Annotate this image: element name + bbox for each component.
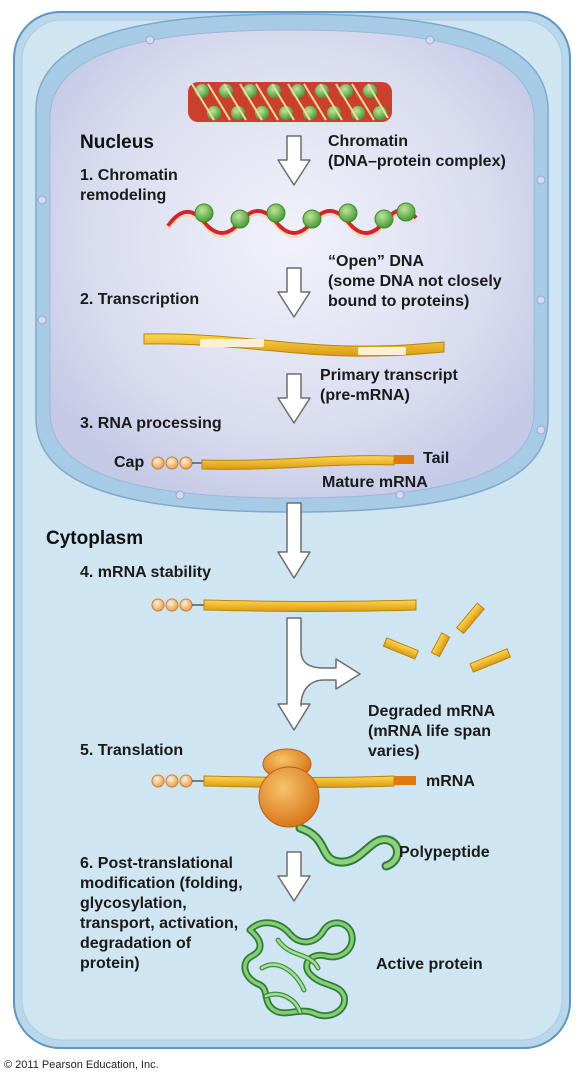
arrow-down-icon [277, 267, 311, 318]
mature-mrna-label: Mature mRNA [322, 474, 428, 491]
primary-transcript [143, 333, 445, 357]
open-dna [166, 202, 418, 238]
degraded-mrna-label: Degraded mRNA (mRNA life span varies) [368, 703, 496, 760]
primary-transcript-label: Primary transcript (pre-mRNA) [320, 367, 458, 404]
tail-label: Tail [423, 450, 450, 467]
step-chromatin-remodeling: 1. Chromatin remodeling [80, 167, 178, 204]
cytoplasm-mrna [151, 598, 417, 612]
open-dna-label: “Open” DNA (some DNA not closely bound t… [328, 253, 502, 310]
nucleus [35, 13, 549, 513]
active-protein [241, 919, 356, 1020]
arrow-branch-icon [277, 617, 361, 731]
active-protein-label: Active protein [376, 956, 483, 973]
nucleus-heading: Nucleus [80, 132, 154, 153]
chromatin-label: Chromatin (DNA–protein complex) [328, 133, 506, 170]
arrow-down-icon [277, 373, 311, 424]
cytoplasm-heading: Cytoplasm [46, 528, 144, 549]
degraded-mrna-fragments [382, 602, 512, 673]
step-rna-processing: 3. RNA processing [80, 415, 222, 432]
mrna-label: mRNA [426, 773, 475, 790]
copyright-notice: © 2011 Pearson Education, Inc. [4, 1059, 159, 1071]
mature-mrna [151, 455, 414, 470]
cap-label: Cap [114, 454, 145, 471]
arrow-down-icon [277, 502, 311, 579]
step-translation: 5. Translation [80, 742, 184, 759]
polypeptide-label: Polypeptide [399, 844, 490, 861]
arrow-down-icon [277, 851, 311, 902]
chromatin-coil [188, 82, 392, 122]
arrow-down-icon [277, 135, 311, 186]
translation-complex [151, 748, 416, 871]
step-post-translational: 6. Post-translational modification (fold… [80, 855, 243, 972]
step-mrna-stability: 4. mRNA stability [80, 564, 211, 581]
step-transcription: 2. Transcription [80, 291, 200, 308]
